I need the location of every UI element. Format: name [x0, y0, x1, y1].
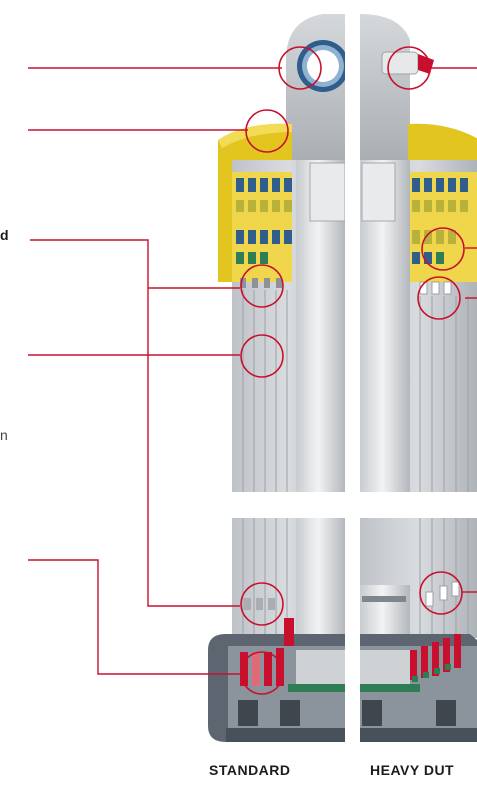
- standard-label: STANDARD: [209, 762, 291, 778]
- callout-circle-lower-ports: [240, 582, 284, 626]
- heavy-duty-seal-stack: [412, 178, 468, 295]
- callout-circle-hd-seal-lower: [417, 276, 461, 320]
- standard-shock: [208, 14, 349, 742]
- standard-seal-stack: [236, 178, 292, 288]
- callout-line-seal-stack: [30, 239, 240, 607]
- callout-circle-hd-seal-upper: [421, 227, 465, 271]
- callout-circle-hd-lower: [419, 571, 463, 615]
- callout-circles: [240, 46, 465, 695]
- heavy-duty-shock: [360, 14, 477, 742]
- callout-lines: [28, 67, 477, 675]
- callout-circle-bore: [240, 334, 284, 378]
- left-label-fragment: n: [0, 427, 8, 443]
- callout-circle-hd-fitting: [387, 46, 431, 90]
- heavy-duty-label: HEAVY DUT: [370, 762, 455, 778]
- callout-circle-eye-bushing: [278, 46, 322, 90]
- left-label-fragment-bold: d: [0, 227, 9, 243]
- callout-circle-base-seal: [240, 651, 284, 695]
- callout-line-base-seal: [28, 559, 240, 675]
- callout-circle-seal-stack: [240, 264, 284, 308]
- callout-circle-reservoir-cap: [245, 109, 289, 153]
